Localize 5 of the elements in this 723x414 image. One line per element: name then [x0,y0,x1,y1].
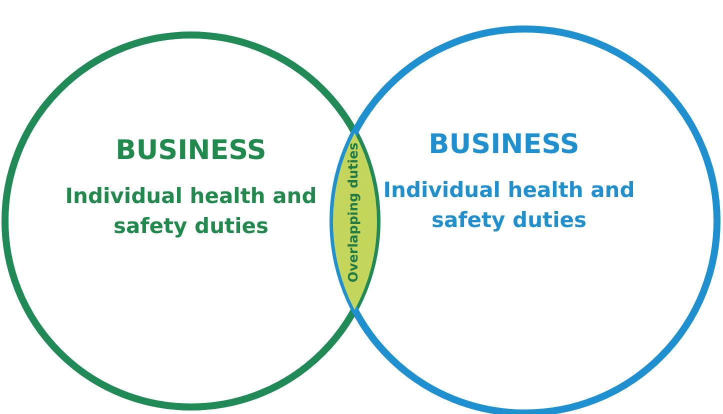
circle-heading: BUSINESS [428,128,580,162]
circle-description: Individual health and safety duties [382,177,636,234]
circle-description: Individual health and safety duties [64,183,318,240]
circle-heading: BUSINESS [114,134,268,168]
overlap-label: Overlapping duties [348,142,362,284]
